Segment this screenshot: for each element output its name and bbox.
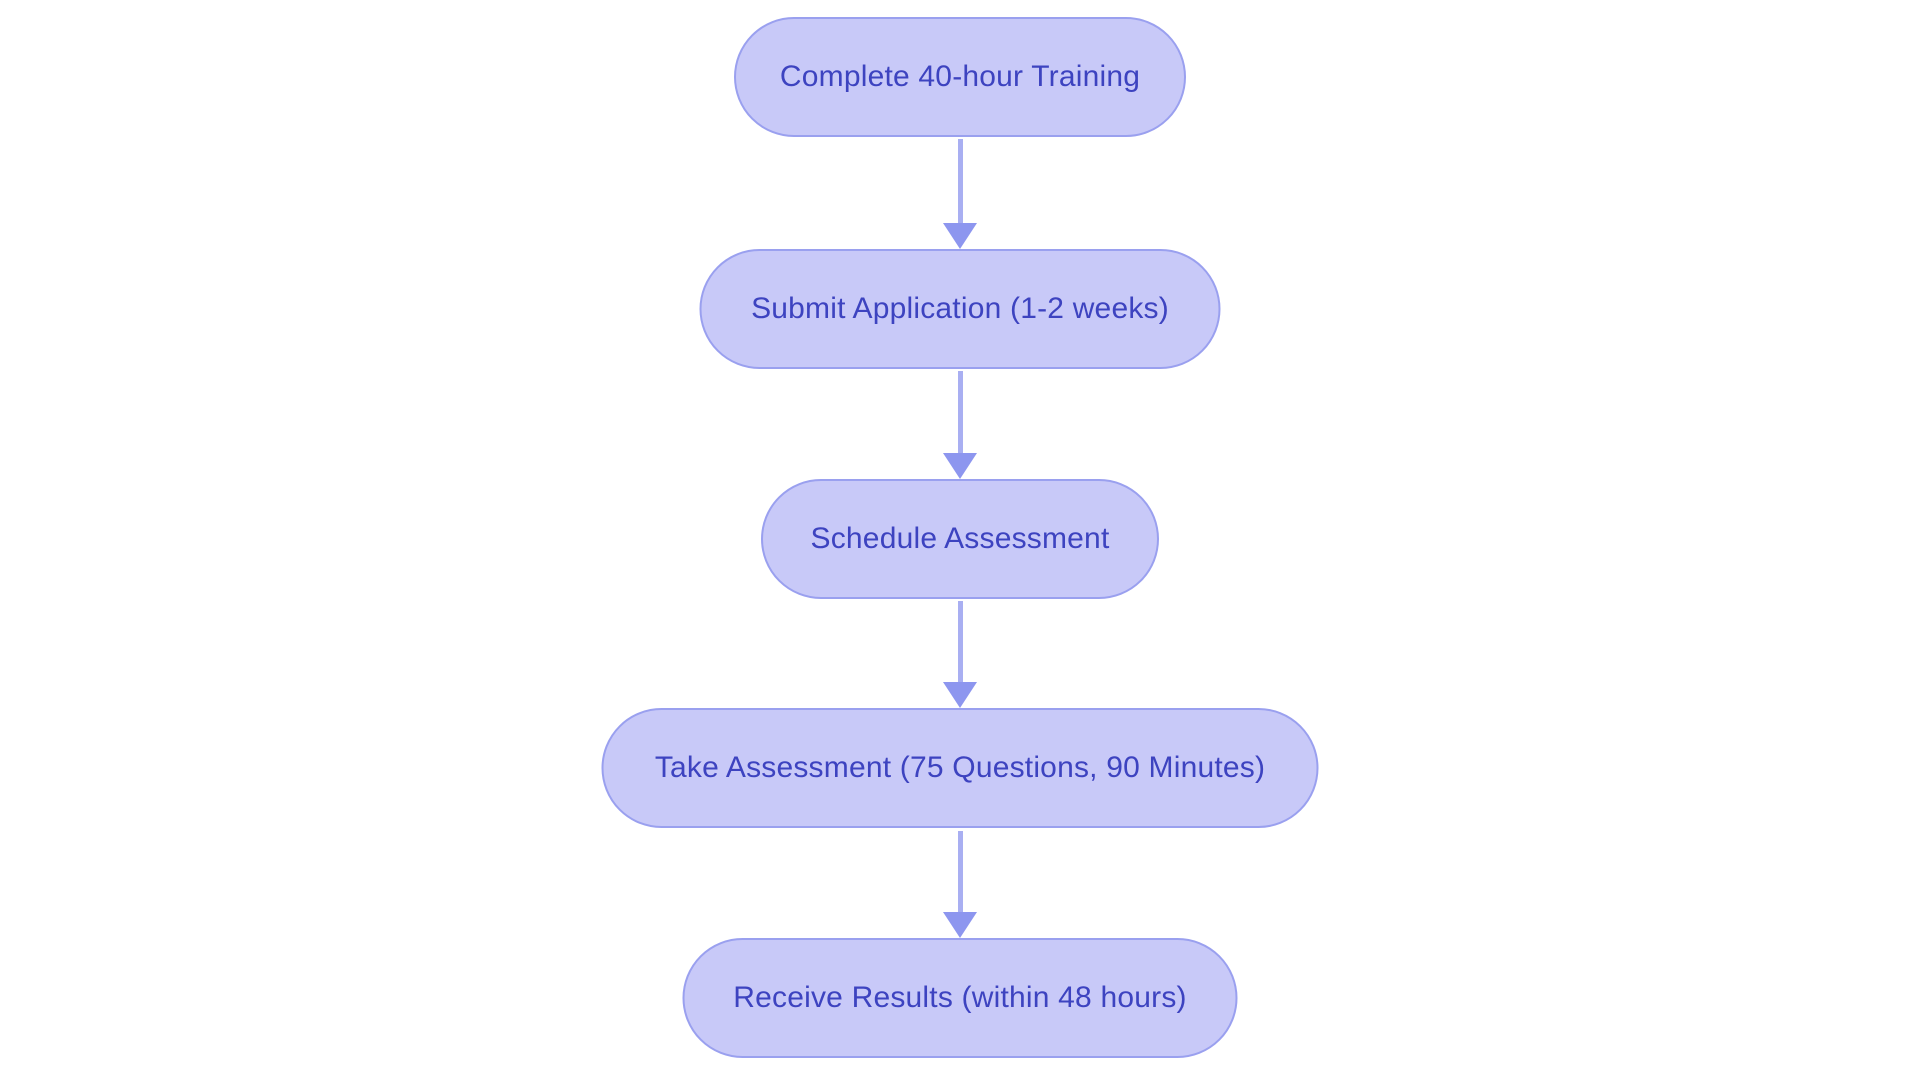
arrow-head-icon	[943, 912, 977, 938]
arrow-shaft	[957, 139, 963, 223]
arrow-shaft	[957, 371, 963, 453]
flowchart-node-step-3: Schedule Assessment	[761, 479, 1159, 599]
arrow-head-icon	[943, 223, 977, 249]
arrow-head-icon	[943, 682, 977, 708]
flowchart-node-label: Schedule Assessment	[810, 522, 1110, 555]
arrow-step2-to-step3	[943, 371, 977, 479]
flowchart-node-step-4: Take Assessment (75 Questions, 90 Minute…	[601, 708, 1319, 828]
arrow-head-icon	[943, 453, 977, 479]
arrow-shaft	[957, 831, 963, 912]
arrow-shaft	[957, 601, 963, 682]
flowchart-node-label: Submit Application (1-2 weeks)	[751, 292, 1169, 325]
arrow-step3-to-step4	[943, 601, 977, 708]
flowchart-node-label: Receive Results (within 48 hours)	[733, 981, 1187, 1014]
flowchart-node-label: Complete 40-hour Training	[779, 60, 1141, 93]
flowchart-node-step-1: Complete 40-hour Training	[734, 17, 1186, 137]
arrow-step1-to-step2	[943, 139, 977, 249]
arrow-step4-to-step5	[943, 831, 977, 938]
flowchart-node-label: Take Assessment (75 Questions, 90 Minute…	[654, 751, 1266, 784]
flowchart-node-step-2: Submit Application (1-2 weeks)	[699, 249, 1221, 369]
flowchart-node-step-5: Receive Results (within 48 hours)	[682, 938, 1238, 1058]
